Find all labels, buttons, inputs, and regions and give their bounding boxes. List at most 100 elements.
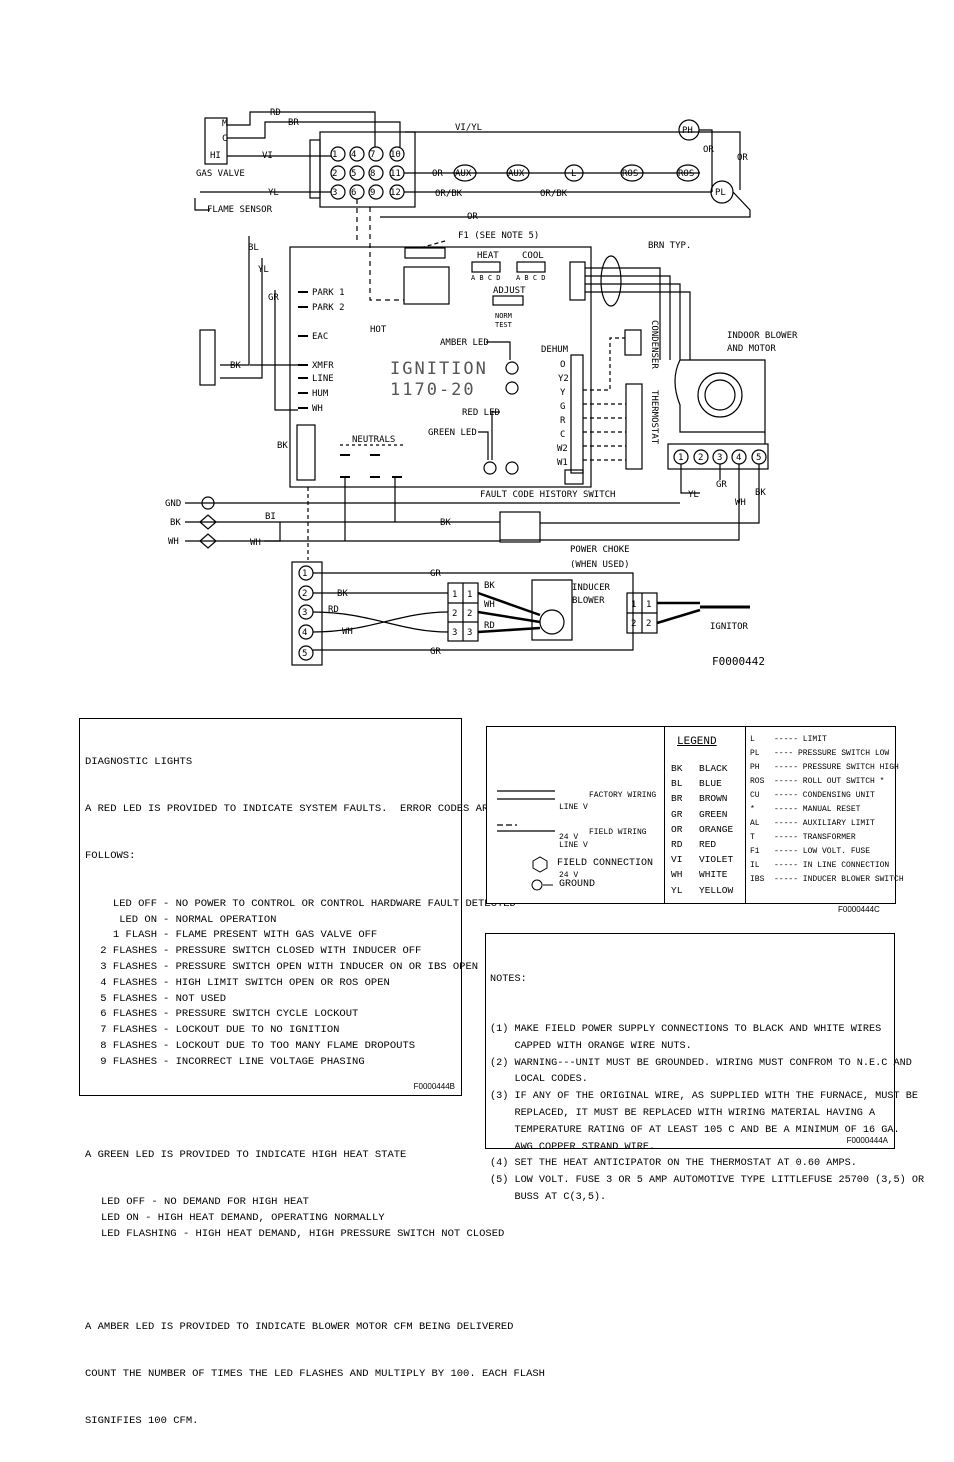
plug-pin: 8 xyxy=(370,169,375,179)
igniter-label: IGNITOR xyxy=(710,622,749,632)
motor-term: 2 xyxy=(698,453,703,463)
legend-line-v: LINE V xyxy=(559,803,588,812)
wire-gr-bottom: GR xyxy=(430,647,441,657)
amber-line-1: A AMBER LED IS PROVIDED TO INDICATE BLOW… xyxy=(85,1320,514,1333)
legend-abbrev-desc: ----- PRESSURE SWITCH HIGH xyxy=(774,763,899,772)
legend-color-name: BLACK xyxy=(699,763,728,774)
condenser-label: CONDENSER xyxy=(649,320,659,369)
legend-color-name: WHITE xyxy=(699,869,728,881)
green-code-desc: - NO DEMAND FOR HIGH HEAT xyxy=(151,1196,309,1209)
wire-wh: WH xyxy=(250,538,261,548)
inducer-label-1: INDUCER xyxy=(572,583,611,593)
legend-abbrev-code: T xyxy=(750,833,755,842)
plug-pin: 3 xyxy=(332,188,337,198)
red-code: 6 FLASHES xyxy=(100,1008,157,1021)
term-y2: Y2 xyxy=(558,374,569,384)
red-code-row: LED ON- NORMAL OPERATION xyxy=(85,913,545,929)
switch-ph: PH xyxy=(682,126,693,136)
wire-or: OR xyxy=(432,169,443,179)
bk-label: BK xyxy=(170,518,181,528)
legend-24v: 24 V xyxy=(559,833,579,842)
red-code: 4 FLASHES xyxy=(100,976,157,989)
legend-color-code: BR xyxy=(671,793,683,805)
red-code-desc: - LOCKOUT DUE TO TOO MANY FLAME DROPOUTS xyxy=(163,1039,416,1052)
wire-bl: BL xyxy=(248,243,259,253)
red-code: 5 FLASHES xyxy=(100,992,157,1005)
bottom-pin: 1 xyxy=(302,569,307,579)
red-code: LED OFF xyxy=(112,897,157,910)
bottom-pin: 3 xyxy=(302,608,307,618)
inducer-pin: 3 xyxy=(467,628,472,638)
heat-abcd: A B C D xyxy=(471,274,501,282)
legend-abbrev-desc: ----- MANUAL RESET xyxy=(774,805,861,814)
wire-bk: BK xyxy=(440,518,451,528)
wire-wh-motor: WH xyxy=(735,498,746,508)
legend-color-code: RD xyxy=(671,839,683,851)
plug-pin: 9 xyxy=(370,188,375,198)
legend-abbrev-desc: ----- TRANSFORMER xyxy=(774,833,856,842)
wire-rd-3: RD xyxy=(484,621,495,631)
legend-abbrev-row: T ----- TRANSFORMER xyxy=(750,831,904,845)
legend-abbrev-code: IL xyxy=(750,861,760,870)
legend-abbrev-code: ROS xyxy=(750,777,765,786)
red-code-desc: - PRESSURE SWITCH CLOSED WITH INDUCER OF… xyxy=(163,945,422,958)
wire-or-bk-2: OR/BK xyxy=(540,189,568,199)
legend-abbrev-row: IBS----- INDUCER BLOWER SWITCH xyxy=(750,873,904,887)
red-codes-list: LED OFF- NO POWER TO CONTROL OR CONTROL … xyxy=(85,897,545,1071)
wire-yl: YL xyxy=(268,188,279,198)
cool-label: COOL xyxy=(522,251,544,261)
legend-abbrev-desc: ---- PRESSURE SWITCH LOW xyxy=(774,749,890,758)
term-line: LINE xyxy=(312,374,334,384)
legend-abbrev-row: F1----- LOW VOLT. FUSE xyxy=(750,845,904,859)
term-hum: HUM xyxy=(312,389,329,399)
note-line: (4) SET THE HEAT ANTICIPATOR ON THE THER… xyxy=(490,1158,857,1170)
red-code-row: 8 FLASHES- LOCKOUT DUE TO TOO MANY FLAME… xyxy=(85,1039,545,1055)
igniter-pin: 1 xyxy=(631,600,636,610)
brn-typ-label: BRN TYP. xyxy=(648,241,691,251)
wire-gr-motor: GR xyxy=(716,480,727,490)
wire-bk-4: BK xyxy=(484,581,495,591)
red-code-row: 2 FLASHES- PRESSURE SWITCH CLOSED WITH I… xyxy=(85,944,545,960)
legend-abbrev-row: PL---- PRESSURE SWITCH LOW xyxy=(750,747,904,761)
fault-switch-label: FAULT CODE HISTORY SWITCH xyxy=(480,490,615,500)
wire-wh-2: WH xyxy=(342,627,353,637)
legend-abbrev-desc: ----- AUXILIARY LIMIT xyxy=(774,819,875,828)
plug-pin: 11 xyxy=(390,169,401,179)
term-wh: WH xyxy=(312,404,323,414)
gas-valve-label: GAS VALVE xyxy=(196,169,245,179)
motor-term: 1 xyxy=(678,453,683,463)
wire-rd: RD xyxy=(270,108,281,118)
legend-color-name: ORANGE xyxy=(699,823,734,835)
hot-label: HOT xyxy=(370,325,387,335)
legend-abbrev-row: L----- LIMIT xyxy=(750,733,904,747)
legend-abbrev-row: CU----- CONDENSING UNIT xyxy=(750,789,904,803)
red-code-row: 7 FLASHES- LOCKOUT DUE TO NO IGNITION xyxy=(85,1023,545,1039)
green-led-label: GREEN LED xyxy=(428,428,477,438)
legend-box: LINE V 24 V FACTORY WIRING LINE V 24 V F… xyxy=(486,726,904,904)
green-code: LED FLASHING xyxy=(101,1227,177,1240)
term-xmfr: XMFR xyxy=(312,361,334,371)
gnd-label: GND xyxy=(165,499,181,509)
norm-label: NORM xyxy=(495,312,512,320)
term-eac: EAC xyxy=(312,332,328,342)
legend-abbrev-row: PH----- PRESSURE SWITCH HIGH xyxy=(750,761,904,775)
green-code-desc: - HIGH HEAT DEMAND, HIGH PRESSURE SWITCH… xyxy=(182,1227,505,1240)
plug-pin: 7 xyxy=(370,150,375,160)
legend-color-name: RED xyxy=(699,839,717,851)
red-code-row: 9 FLASHES- INCORRECT LINE VOLTAGE PHASIN… xyxy=(85,1055,545,1071)
wire-bk-2: BK xyxy=(277,441,288,451)
legend-ground: GROUND xyxy=(559,879,596,890)
plug-pin: 5 xyxy=(351,169,356,179)
diagnostic-intro-2: FOLLOWS: xyxy=(85,850,136,863)
amber-led-label: AMBER LED xyxy=(440,338,489,348)
red-code-row: 4 FLASHES- HIGH LIMIT SWITCH OPEN OR ROS… xyxy=(85,976,545,992)
legend-factory: FACTORY WIRING xyxy=(589,791,657,800)
legend-abbrev-row: ROS----- ROLL OUT SWITCH * xyxy=(750,775,904,789)
legend-color-code: OR xyxy=(671,823,683,835)
term-park1: PARK 1 xyxy=(312,288,345,298)
legend-abbrev-code: F1 xyxy=(750,847,760,856)
note-line: (3) IF ANY OF THE ORIGINAL WIRE, AS SUPP… xyxy=(490,1091,918,1103)
wh-label: WH xyxy=(168,537,179,547)
wire-bk-3: BK xyxy=(337,589,348,599)
